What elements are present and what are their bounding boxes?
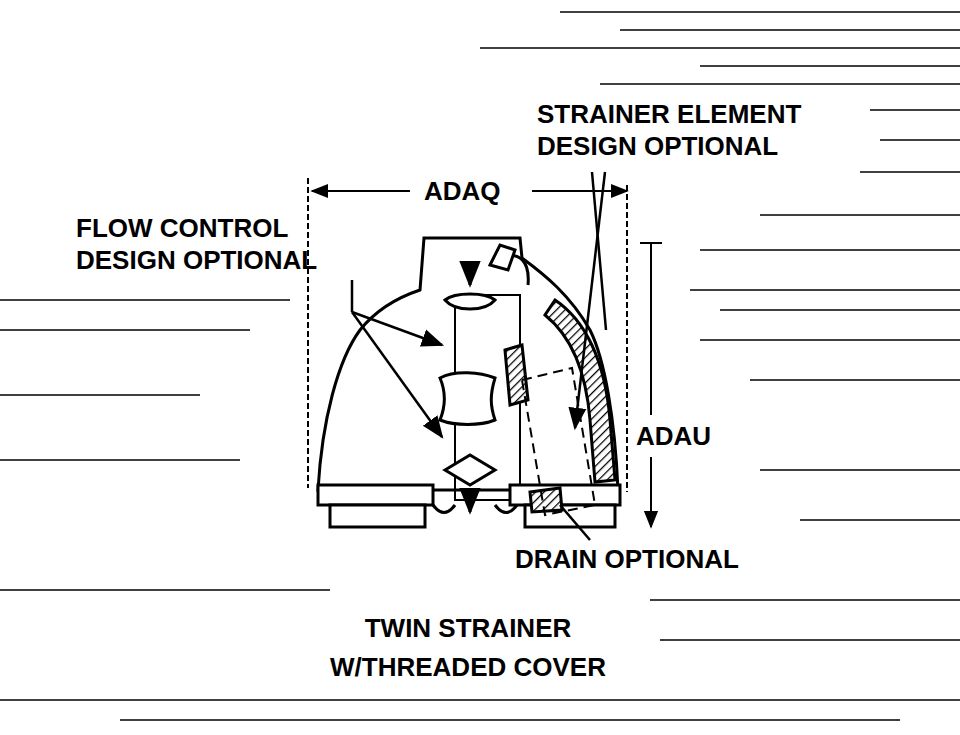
leader-lines <box>352 172 606 540</box>
part-note: STRAINER ELEMENT DESIGN OPTIONAL <box>537 98 847 162</box>
dimension-label: ADAQ <box>420 175 505 207</box>
figure-caption: TWIN STRAINER W/THREADED COVER <box>278 609 658 687</box>
part-note: DRAIN OPTIONAL <box>511 543 743 575</box>
strainer-body <box>318 238 620 527</box>
scan-streaks <box>0 12 960 720</box>
dimension-label: ADAU <box>632 420 715 452</box>
flow-arrows <box>469 270 472 512</box>
dimension-lines <box>308 178 662 527</box>
part-note: FLOW CONTROL DESIGN OPTIONAL <box>76 212 376 276</box>
